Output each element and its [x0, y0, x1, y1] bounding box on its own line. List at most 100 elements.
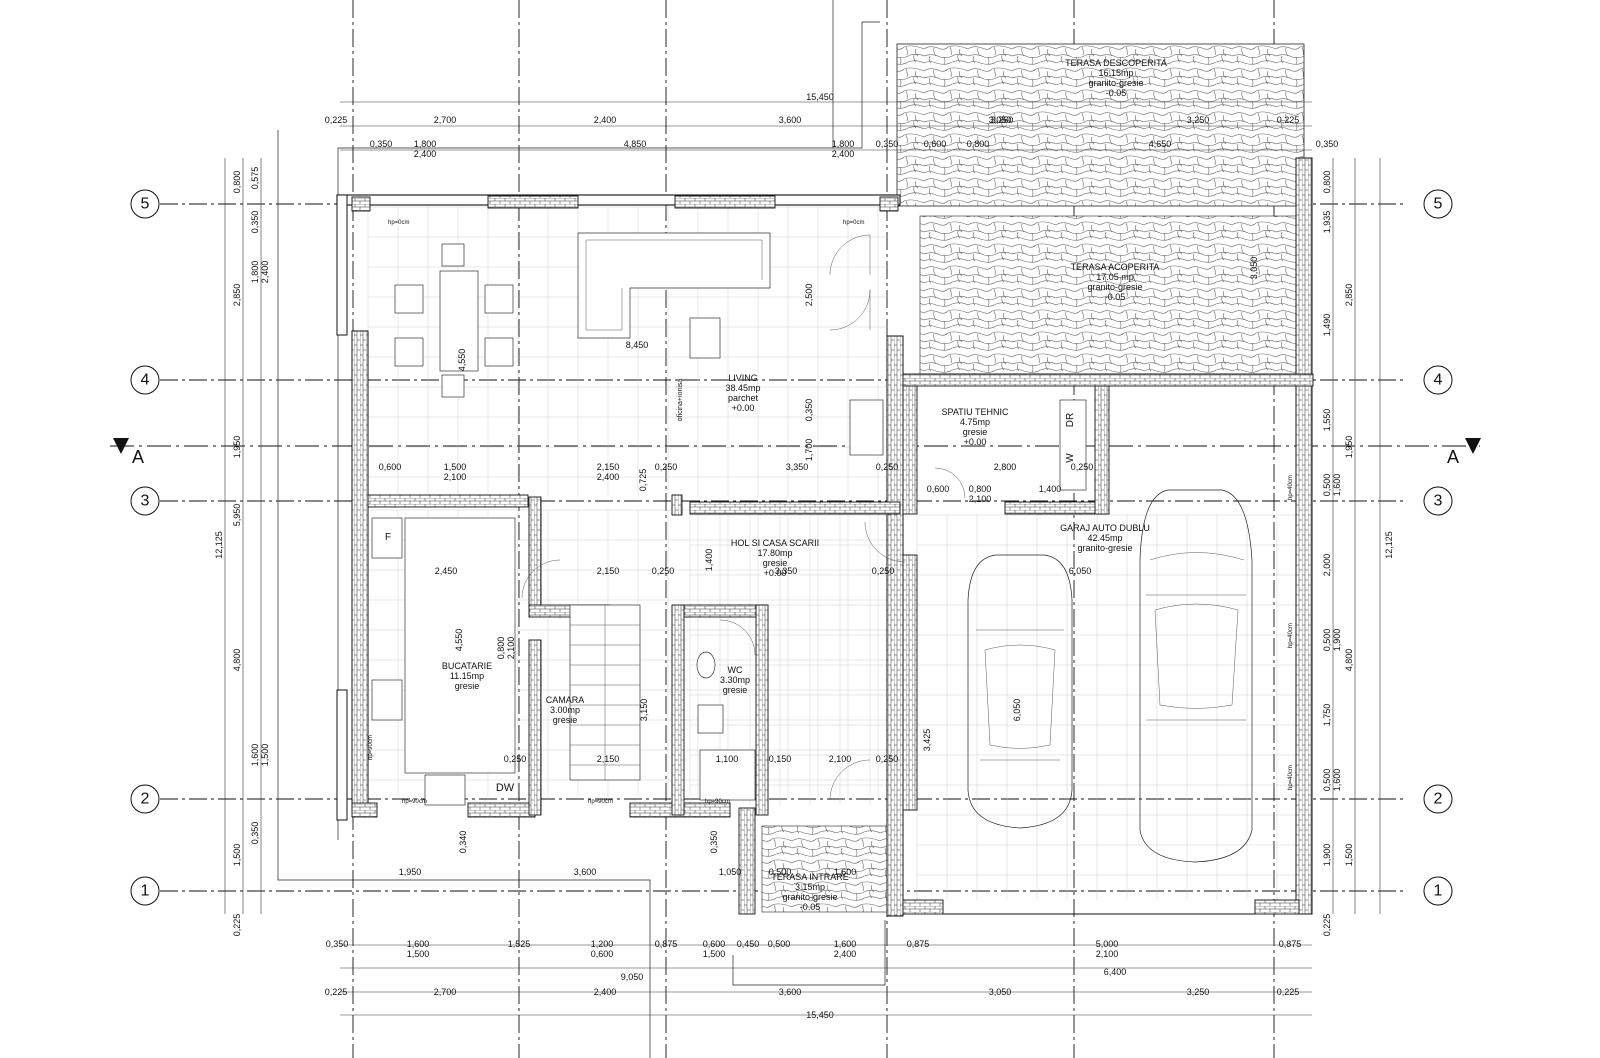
svg-text:17.05 mp: 17.05 mp	[1096, 272, 1134, 282]
svg-text:0,250: 0,250	[872, 566, 895, 576]
svg-text:3,350: 3,350	[786, 462, 809, 472]
svg-text:3,250: 3,250	[1187, 987, 1210, 997]
svg-text:0,600: 0,600	[924, 139, 947, 149]
axis-bubbles-right: 5 4 3 2 1	[1423, 189, 1453, 906]
svg-text:2,700: 2,700	[434, 115, 457, 125]
room-label-terasa-descoperita: TERASA DESCOPERITA 16.15mp granito-gresi…	[1065, 58, 1167, 98]
svg-text:2,500: 2,500	[804, 284, 814, 307]
svg-text:6,400: 6,400	[1104, 967, 1127, 977]
svg-text:0,500: 0,500	[768, 939, 791, 949]
svg-text:3: 3	[141, 493, 150, 510]
svg-text:0,225: 0,225	[325, 115, 348, 125]
svg-text:DW: DW	[496, 782, 515, 794]
terrace-entrance-paving	[761, 825, 893, 913]
svg-text:2,850: 2,850	[232, 284, 242, 307]
svg-text:0,500: 0,500	[1322, 474, 1332, 497]
svg-text:1,900: 1,900	[1332, 629, 1342, 652]
svg-text:1,200: 1,200	[591, 939, 614, 949]
axis-bubble-3-right: 3	[1423, 486, 1453, 516]
svg-text:0,150: 0,150	[769, 754, 792, 764]
svg-text:1,100: 1,100	[716, 754, 739, 764]
svg-text:-0.05: -0.05	[1105, 292, 1126, 302]
svg-text:0,350: 0,350	[250, 211, 260, 234]
svg-text:TERASA INTRARE: TERASA INTRARE	[771, 872, 849, 882]
svg-text:hp=90cm: hp=90cm	[402, 799, 427, 805]
svg-text:2,700: 2,700	[434, 987, 457, 997]
svg-text:parchet: parchet	[728, 393, 759, 403]
svg-text:15,450: 15,450	[806, 92, 834, 102]
axis-bubble-2-left: 2	[130, 784, 160, 814]
svg-text:0,225: 0,225	[325, 987, 348, 997]
svg-text:1,900: 1,900	[1322, 844, 1332, 867]
interior-walls	[367, 385, 1110, 816]
fixture-symbols: DR W DW F oficina+ionisa hp=0cm hp=0cm h…	[368, 220, 1294, 805]
svg-text:GARAJ AUTO DUBLU: GARAJ AUTO DUBLU	[1060, 523, 1150, 533]
svg-text:4,550: 4,550	[454, 629, 464, 652]
svg-text:0,600: 0,600	[703, 939, 726, 949]
svg-text:1,800: 1,800	[250, 261, 260, 284]
svg-text:0,340: 0,340	[458, 831, 468, 854]
exterior-walls	[336, 157, 1314, 917]
svg-text:1,050: 1,050	[719, 867, 742, 877]
svg-text:4.75mp: 4.75mp	[960, 417, 990, 427]
svg-text:gresie: gresie	[455, 681, 480, 691]
right-dimension-texts: 12,125 0,800 1,935 2,850 1,490 1,550 1,9…	[1322, 171, 1394, 937]
svg-text:2,150: 2,150	[597, 566, 620, 576]
room-label-spatiu-tehnic: SPATIU TEHNIC 4.75mp gresie +0.00	[941, 407, 1009, 447]
axis-bubble-2-right: 2	[1423, 784, 1453, 814]
svg-text:6,050: 6,050	[1069, 566, 1092, 576]
svg-text:4,650: 4,650	[1149, 139, 1172, 149]
svg-text:hp=0cm: hp=0cm	[388, 220, 410, 226]
svg-text:3,600: 3,600	[779, 115, 802, 125]
svg-text:3,350: 3,350	[775, 566, 798, 576]
svg-text:2,850: 2,850	[1344, 284, 1354, 307]
room-labels: TERASA DESCOPERITA 16.15mp granito-gresi…	[442, 58, 1167, 912]
svg-text:2,150: 2,150	[597, 462, 620, 472]
svg-text:1,490: 1,490	[1322, 314, 1332, 337]
svg-text:1,500: 1,500	[444, 462, 467, 472]
svg-text:4,800: 4,800	[1344, 649, 1354, 672]
svg-text:3,600: 3,600	[574, 867, 597, 877]
svg-text:3,250: 3,250	[991, 115, 1014, 125]
axis-bubble-1-left: 1	[130, 876, 160, 906]
room-label-hol: HOL SI CASA SCARII 17.80mp gresie +0.00	[731, 538, 819, 578]
svg-text:3,050: 3,050	[1249, 257, 1259, 280]
svg-text:2,100: 2,100	[1096, 949, 1119, 959]
svg-text:0,800: 0,800	[232, 171, 242, 194]
svg-text:-0.05: -0.05	[800, 902, 821, 912]
room-label-garaj: GARAJ AUTO DUBLU 42.45mp granito-gresie	[1060, 523, 1150, 553]
svg-text:0,225: 0,225	[1277, 987, 1300, 997]
door-swings	[521, 234, 966, 801]
svg-text:3: 3	[1434, 493, 1443, 510]
svg-text:2,100: 2,100	[829, 754, 852, 764]
svg-text:1,600: 1,600	[1332, 769, 1342, 792]
svg-text:4: 4	[1434, 372, 1443, 389]
svg-text:0,350: 0,350	[370, 139, 393, 149]
svg-text:1,500: 1,500	[1344, 844, 1354, 867]
svg-text:1,500: 1,500	[232, 844, 242, 867]
svg-text:1,600: 1,600	[407, 939, 430, 949]
svg-text:42.45mp: 42.45mp	[1087, 533, 1122, 543]
svg-text:38.45mp: 38.45mp	[725, 383, 760, 393]
svg-text:8,450: 8,450	[626, 340, 649, 350]
svg-text:3,150: 3,150	[639, 699, 649, 722]
car-right	[1139, 489, 1253, 863]
svg-text:0,800: 0,800	[1322, 171, 1332, 194]
svg-text:gresie: gresie	[553, 715, 578, 725]
svg-text:BUCATARIE: BUCATARIE	[442, 661, 492, 671]
svg-text:1: 1	[141, 883, 150, 900]
svg-text:0,350: 0,350	[1316, 139, 1339, 149]
svg-text:2,100: 2,100	[444, 472, 467, 482]
svg-text:0,350: 0,350	[876, 139, 899, 149]
svg-text:2,400: 2,400	[834, 949, 857, 959]
svg-text:0,575: 0,575	[250, 167, 260, 190]
svg-text:1,600: 1,600	[250, 744, 260, 767]
svg-text:5,950: 5,950	[232, 504, 242, 527]
room-label-living: LIVING 38.45mp parchet +0.00	[725, 373, 760, 413]
bottom-dimension-texts: 0,350 1,600 1,500 1,525 1,200 0,600 0,87…	[325, 939, 1302, 1020]
svg-text:2: 2	[141, 791, 150, 808]
axis-bubble-5-left: 5	[130, 189, 160, 219]
room-label-bucatarie: BUCATARIE 11.15mp gresie	[442, 661, 492, 691]
sofa	[577, 232, 771, 339]
